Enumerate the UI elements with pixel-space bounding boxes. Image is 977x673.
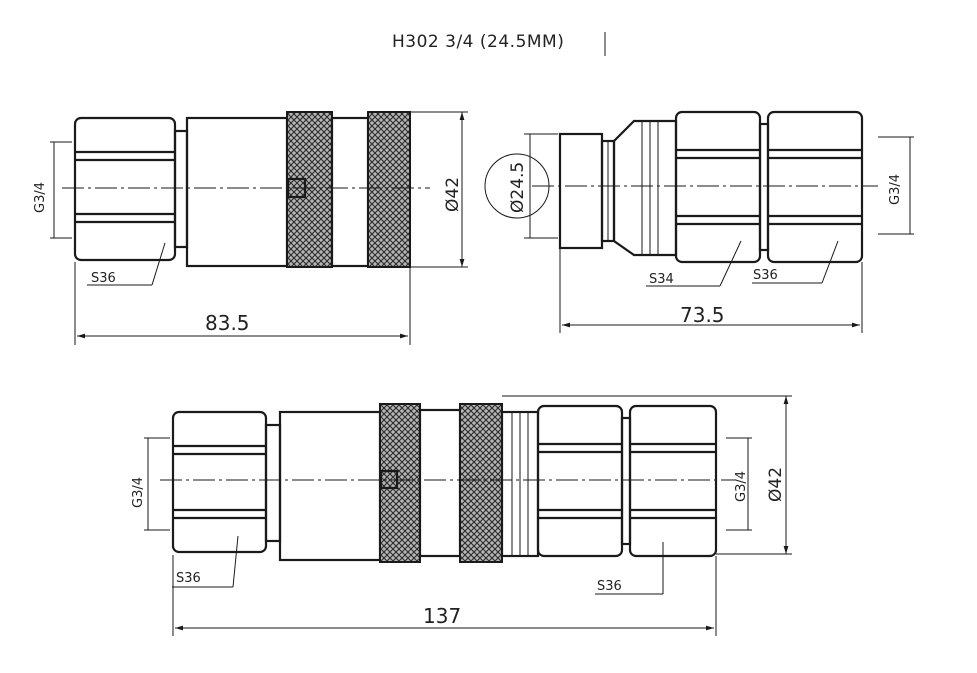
thread-label: G3/4 <box>33 182 48 213</box>
diameter-label: Ø24.5 <box>508 162 528 213</box>
hex-left-label: S36 <box>176 571 201 586</box>
hex-nut-left <box>73 116 177 262</box>
hex-label: S36 <box>91 271 116 286</box>
diameter-callout-circle <box>484 153 550 219</box>
length-label: 83.5 <box>205 311 250 335</box>
coupler-male-view: Ø24.5 G3/4 73.5 S34 S36 <box>484 110 914 333</box>
length-label: 73.5 <box>680 303 725 327</box>
length-label: 137 <box>423 604 461 628</box>
coupler-assembly-view: G3/4 G3/4 Ø42 137 S36 S36 <box>131 395 792 636</box>
knurled-sleeve-2 <box>367 111 411 268</box>
drawing-title: H302 3/4 (24.5MM) <box>392 32 564 52</box>
coupler-female-view: G3/4 Ø42 83.5 S36 <box>33 111 468 345</box>
hex-nut-middle <box>536 404 624 558</box>
hex-s34-label: S34 <box>649 272 674 287</box>
hex-nut-right <box>628 404 718 558</box>
knurled-sleeve-1 <box>379 403 421 563</box>
diameter-label: Ø42 <box>766 467 786 502</box>
thread-label: G3/4 <box>888 174 903 205</box>
thread-right-label: G3/4 <box>734 471 749 502</box>
knurled-sleeve-1 <box>286 111 333 268</box>
coupler-body <box>278 410 382 562</box>
knurled-sleeve-2 <box>459 403 503 563</box>
hex-nut-left <box>171 410 268 554</box>
diameter-label: Ø42 <box>443 177 463 212</box>
coupler-body <box>185 116 289 268</box>
thread-left-label: G3/4 <box>131 477 146 508</box>
hex-nut-s36-right <box>766 110 864 264</box>
hex-right-label: S36 <box>597 579 622 594</box>
hex-s36-label: S36 <box>753 268 778 283</box>
hex-nut-s34 <box>674 110 762 264</box>
nipple-nose <box>558 132 604 250</box>
